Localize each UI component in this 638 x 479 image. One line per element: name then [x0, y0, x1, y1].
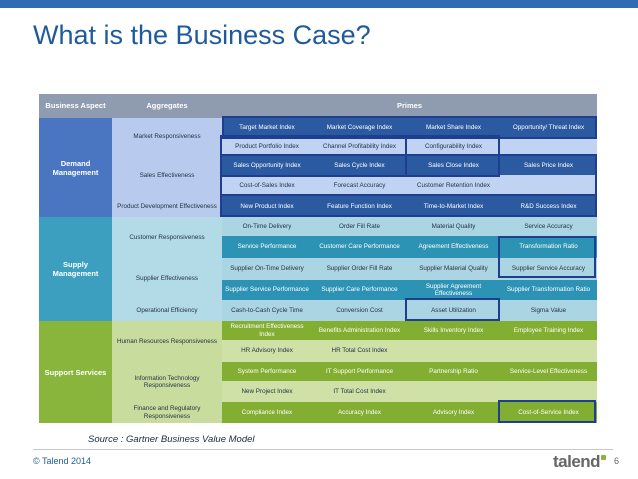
copyright: © Talend 2014	[33, 456, 92, 466]
aggregate-cell: Finance and Regulatory Responsiveness	[112, 402, 222, 423]
prime-cell: Supplier Service Accuracy	[500, 258, 597, 280]
prime-cell: Service-Level Effectiveness	[500, 362, 597, 381]
prime-cell: HR Advisory Index	[222, 340, 312, 362]
prime-cell: Opportunity/ Threat Index	[500, 118, 597, 137]
prime-cell: Sales Opportunity Index	[222, 156, 312, 175]
prime-cell	[500, 175, 597, 196]
prime-cell: Service Accuracy	[500, 217, 597, 236]
prime-cell: Compliance Index	[222, 402, 312, 423]
aggregate-cell: Product Development Effectiveness	[112, 196, 222, 217]
prime-cell: Transformation Ratio	[500, 236, 597, 258]
prime-cell: Customer Retention Index	[407, 175, 500, 196]
prime-cell: Advisory Index	[407, 402, 500, 423]
prime-cell: Asset Utilization	[407, 300, 500, 321]
prime-cell: Conversion Cost	[312, 300, 407, 321]
prime-cell: Partnership Ratio	[407, 362, 500, 381]
prime-cell: Channel Profitability Index	[312, 137, 407, 156]
prime-cell: Market Share Index	[407, 118, 500, 137]
prime-cell	[407, 381, 500, 402]
header-aggregates: Aggregates	[112, 94, 222, 118]
logo-mark-icon	[601, 455, 607, 460]
prime-cell: System Performance	[222, 362, 312, 381]
prime-cell: Feature Function Index	[312, 196, 407, 217]
aggregate-cell: Operational Efficiency	[112, 300, 222, 321]
prime-cell: Sales Price Index	[500, 156, 597, 175]
prime-cell: Order Fill Rate	[312, 217, 407, 236]
header-business-aspect: Business Aspect	[39, 94, 112, 118]
aggregate-cell: Customer Responsiveness	[112, 217, 222, 258]
prime-cell: Configurability Index	[407, 137, 500, 156]
prime-cell: IT Total Cost Index	[312, 381, 407, 402]
aggregate-cell: Market Responsiveness	[112, 118, 222, 156]
prime-cell: Supplier On-Time Delivery	[222, 258, 312, 280]
prime-cell: Cash-to-Cash Cycle Time	[222, 300, 312, 321]
logo-wordmark: talend	[553, 452, 601, 471]
slide-title: What is the Business Case?	[33, 20, 371, 50]
prime-cell	[500, 137, 597, 156]
prime-cell: Time-to-Market Index	[407, 196, 500, 217]
aspect-supply-management: Supply Management	[39, 217, 112, 321]
prime-cell: R&D Success Index	[500, 196, 597, 217]
aggregate-cell: Sales Effectiveness	[112, 156, 222, 196]
prime-cell: New Project Index	[222, 381, 312, 402]
prime-cell: Supplier Material Quality	[407, 258, 500, 280]
aggregate-cell: Human Resources Responsiveness	[112, 321, 222, 362]
prime-cell	[407, 340, 500, 362]
prime-cell: On-Time Delivery	[222, 217, 312, 236]
top-accent-bar	[0, 0, 638, 8]
prime-cell	[500, 381, 597, 402]
prime-cell: Material Quality	[407, 217, 500, 236]
prime-cell: Sales Cycle Index	[312, 156, 407, 175]
page-number: 6	[614, 456, 620, 466]
prime-cell	[500, 340, 597, 362]
prime-cell: Product Portfolio Index	[222, 137, 312, 156]
prime-cell: Benefits Administration Index	[312, 321, 407, 340]
prime-cell: Sales Close Index	[407, 156, 500, 175]
prime-cell: Supplier Order Fill Rate	[312, 258, 407, 280]
prime-cell: Forecast Accuracy	[312, 175, 407, 196]
prime-cell: Cost-of-Sales Index	[222, 175, 312, 196]
prime-cell: Customer Care Performance	[312, 236, 407, 258]
prime-cell: Cost-of-Service Index	[500, 402, 597, 423]
prime-cell: Service Performance	[222, 236, 312, 258]
prime-cell: Supplier Service Performance	[222, 280, 312, 300]
prime-cell: Recruitment Effectiveness Index	[222, 321, 312, 340]
prime-cell: Target Market Index	[222, 118, 312, 137]
prime-cell: New Product Index	[222, 196, 312, 217]
prime-cell: HR Total Cost Index	[312, 340, 407, 362]
prime-cell: Sigma Value	[500, 300, 597, 321]
prime-cell: Supplier Care Performance	[312, 280, 407, 300]
prime-cell: IT Support Performance	[312, 362, 407, 381]
prime-cell: Market Coverage Index	[312, 118, 407, 137]
talend-logo: talend	[553, 452, 607, 472]
source-caption: Source : Gartner Business Value Model	[88, 434, 255, 445]
prime-cell: Supplier Transformation Ratio	[500, 280, 597, 300]
aggregate-cell: Supplier Effectiveness	[112, 258, 222, 300]
header-primes: Primes	[222, 94, 597, 118]
aspect-support-services: Support Services	[39, 321, 112, 423]
prime-cell: Employee Training Index	[500, 321, 597, 340]
aggregate-cell: Information Technology Responsiveness	[112, 362, 222, 402]
footer-divider	[33, 449, 613, 450]
prime-cell: Accuracy Index	[312, 402, 407, 423]
prime-cell: Supplier Agreement Effectiveness	[407, 280, 500, 300]
prime-cell: Agreement Effectiveness	[407, 236, 500, 258]
prime-cell: Skills Inventory Index	[407, 321, 500, 340]
aspect-demand-management: Demand Management	[39, 118, 112, 217]
